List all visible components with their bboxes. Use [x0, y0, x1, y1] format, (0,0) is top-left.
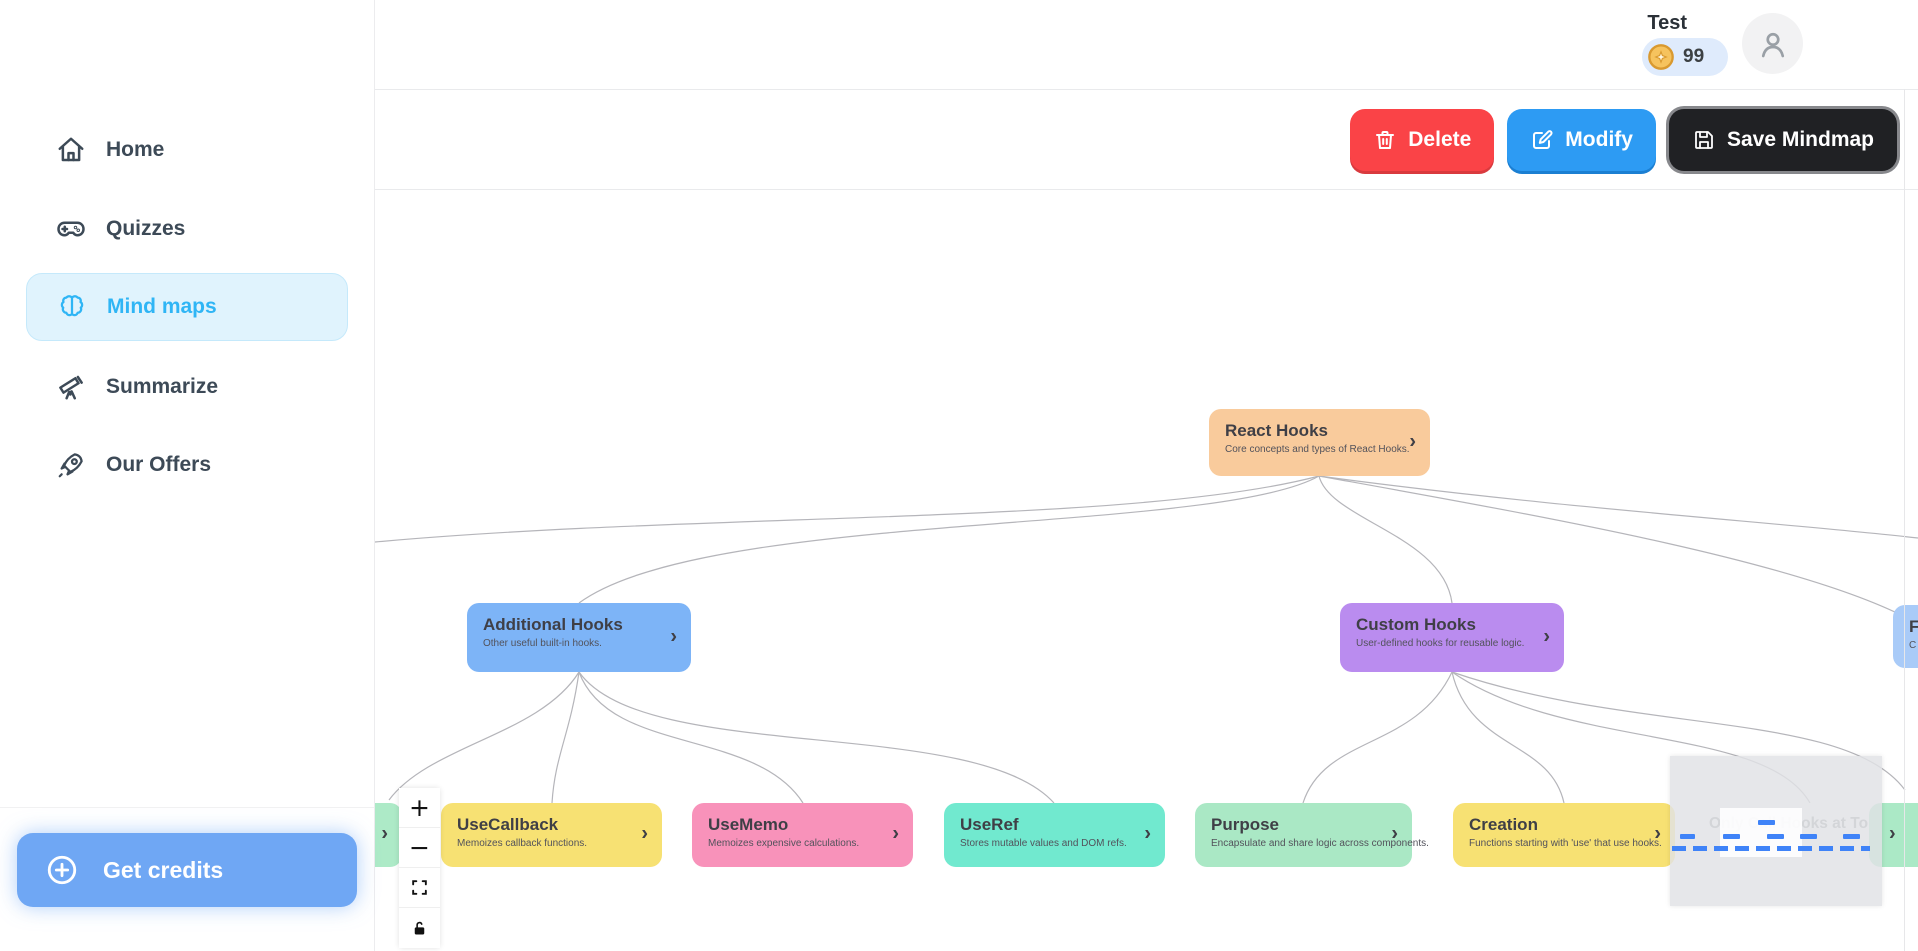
node-desc: C [1909, 639, 1917, 651]
zoom-controls: + − [399, 788, 440, 948]
main-area: Test 99 Delete Modify Save Mindmap [375, 0, 1918, 951]
node-custom-hooks[interactable]: Custom Hooks User-defined hooks for reus… [1340, 603, 1564, 672]
node-creation[interactable]: Creation Functions starting with 'use' t… [1453, 803, 1675, 867]
node-title: F [1909, 617, 1918, 636]
edit-icon [1533, 129, 1553, 149]
minimap-node [1758, 820, 1775, 825]
node-desc: Functions starting with 'use' that use h… [1469, 837, 1662, 849]
person-icon [1761, 32, 1784, 57]
minimap-node [1680, 834, 1695, 839]
fit-view-button[interactable] [399, 868, 440, 908]
chevron-right-icon[interactable]: › [1654, 822, 1661, 845]
sidebar-footer-divider [0, 807, 374, 808]
sidebar-item-mind-maps[interactable]: Mind maps [26, 273, 348, 341]
node-title: Additional Hooks [483, 615, 623, 634]
avatar[interactable] [1742, 13, 1803, 74]
sidebar-item-label: Summarize [106, 375, 219, 398]
sidebar-item-label: Home [106, 138, 165, 161]
chevron-right-icon[interactable]: › [1889, 822, 1896, 845]
node-useref[interactable]: UseRef Stores mutable values and DOM ref… [944, 803, 1165, 867]
get-credits-label: Get credits [103, 856, 224, 883]
sidebar-item-home[interactable]: Home [26, 124, 348, 176]
minimap-node [1800, 834, 1817, 839]
node-desc: Memoizes callback functions. [457, 837, 588, 849]
trash-icon [1376, 130, 1395, 149]
node-usememo[interactable]: UseMemo Memoizes expensive calculations.… [692, 803, 913, 867]
node-additional-hooks[interactable]: Additional Hooks Other useful built-in h… [467, 603, 691, 672]
home-icon [58, 137, 84, 162]
save-mindmap-button[interactable]: Save Mindmap [1668, 108, 1897, 171]
credits-count: 99 [1683, 46, 1705, 67]
zoom-out-button[interactable]: − [399, 828, 440, 868]
telescope-icon [59, 375, 83, 400]
delete-label: Delete [1408, 127, 1472, 151]
minimap-node [1843, 834, 1860, 839]
node-purpose[interactable]: Purpose Encapsulate and share logic acro… [1195, 803, 1429, 867]
node-title: UseCallback [457, 815, 559, 834]
node-title: Custom Hooks [1356, 615, 1476, 634]
node-title: UseMemo [708, 815, 789, 834]
node-desc: Memoizes expensive calculations. [708, 837, 860, 849]
chevron-right-icon[interactable]: › [1144, 822, 1151, 845]
save-mindmap-label: Save Mindmap [1726, 127, 1874, 151]
node-desc: User-defined hooks for reusable logic. [1356, 637, 1525, 649]
sidebar-item-quizzes[interactable]: Quizzes [26, 203, 348, 255]
minimap-node [1723, 834, 1740, 839]
credits-badge[interactable]: 99 [1642, 38, 1728, 76]
chevron-right-icon[interactable]: › [641, 822, 648, 845]
node-desc: Core concepts and types of React Hooks. [1225, 443, 1410, 455]
get-credits-button[interactable]: Get credits [17, 833, 357, 907]
mindmap-canvas[interactable]: React Hooks Core concepts and types of R… [375, 190, 1918, 951]
minimap-node-row [1672, 846, 1870, 851]
gamepad-icon [57, 221, 85, 237]
node-title: UseRef [960, 815, 1019, 834]
coin-icon [1648, 44, 1674, 70]
node-desc: Stores mutable values and DOM refs. [960, 837, 1127, 849]
mindmap-toolbar: Delete Modify Save Mindmap [375, 89, 1918, 190]
save-icon [1695, 130, 1713, 149]
chevron-right-icon[interactable]: › [670, 625, 677, 648]
rocket-icon [58, 453, 83, 478]
chevron-right-icon[interactable]: › [892, 822, 899, 845]
chevron-right-icon[interactable]: › [1543, 625, 1550, 648]
lock-button[interactable] [399, 908, 440, 948]
mindmap-edges [375, 475, 1918, 804]
node-react-hooks[interactable]: React Hooks Core concepts and types of R… [1209, 409, 1430, 476]
node-title: Purpose [1211, 815, 1280, 834]
minimap-node [1767, 834, 1784, 839]
node-clipped-right[interactable]: F C [1893, 605, 1918, 668]
chevron-right-icon[interactable]: › [1409, 430, 1416, 453]
minimap[interactable] [1670, 756, 1882, 906]
content-right-border [1904, 89, 1905, 951]
sidebar-item-our-offers[interactable]: Our Offers [26, 439, 348, 491]
sidebar-item-label: Mind maps [107, 295, 217, 318]
chevron-right-icon[interactable]: › [381, 822, 388, 845]
delete-button[interactable]: Delete [1350, 108, 1495, 171]
brain-icon [60, 295, 84, 317]
node-clipped-left[interactable]: › [375, 803, 402, 867]
fit-view-icon [412, 880, 427, 895]
node-title: Creation [1469, 815, 1538, 834]
sidebar-item-label: Quizzes [106, 217, 186, 240]
sidebar: Home Quizzes Mind maps Summarize Our Off… [0, 0, 375, 951]
sidebar-item-summarize[interactable]: Summarize [26, 361, 348, 413]
node-desc: Encapsulate and share logic across compo… [1211, 837, 1429, 849]
modify-label: Modify [1565, 127, 1633, 151]
node-title: React Hooks [1225, 421, 1328, 440]
sidebar-item-label: Our Offers [106, 453, 212, 476]
node-usecallback[interactable]: UseCallback Memoizes callback functions.… [441, 803, 662, 867]
lock-icon [414, 921, 425, 934]
zoom-in-button[interactable]: + [399, 788, 440, 828]
plus-circle-icon [47, 855, 77, 885]
username-label: Test [1647, 12, 1687, 34]
chevron-right-icon[interactable]: › [1391, 822, 1398, 845]
modify-button[interactable]: Modify [1507, 108, 1656, 171]
node-desc: Other useful built-in hooks. [483, 637, 602, 649]
